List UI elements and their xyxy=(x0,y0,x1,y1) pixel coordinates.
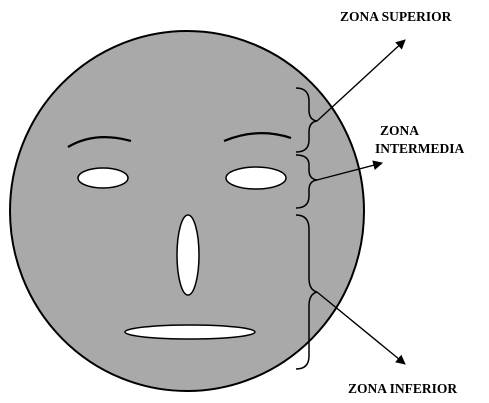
mouth xyxy=(125,325,255,339)
label-zona-intermedia-line2: INTERMEDIA xyxy=(375,141,465,156)
nose xyxy=(177,215,199,295)
label-zona-intermedia-line1: ZONA xyxy=(380,123,419,138)
label-zona-inferior: ZONA INFERIOR xyxy=(348,381,457,396)
arrow-inferior xyxy=(317,292,405,364)
left-eye xyxy=(78,168,128,188)
right-eye xyxy=(226,167,286,189)
arrow-superior xyxy=(317,40,405,121)
label-zona-superior: ZONA SUPERIOR xyxy=(340,9,452,24)
